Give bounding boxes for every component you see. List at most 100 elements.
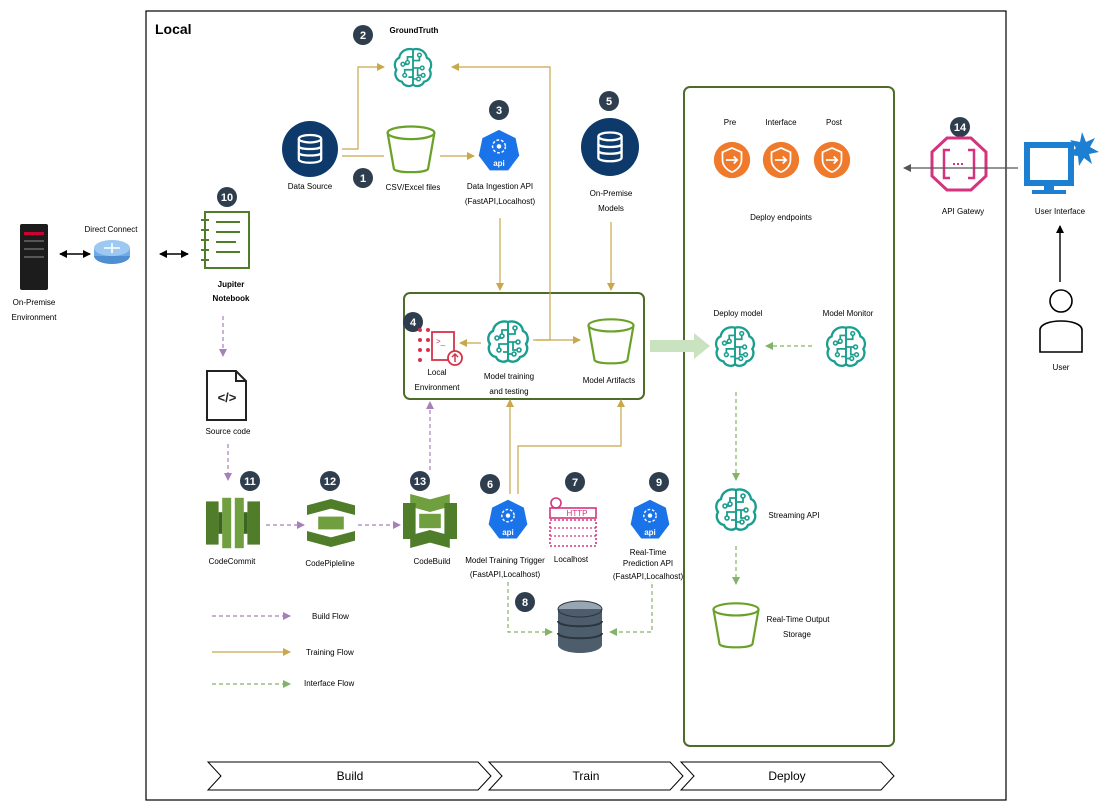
direct-connect-label: Direct Connect [85,225,139,234]
model-monitor-brain-icon [825,326,867,368]
onprem-label-2: Environment [12,313,58,322]
deploy-endpoints-label: Deploy endpoints [750,213,812,222]
local-environment-icon: >_ [418,328,463,366]
svg-text:</>: </> [218,390,237,405]
user-interface-icon [1024,132,1099,194]
deploy-model-brain-icon [714,326,756,368]
svg-text:5: 5 [606,96,612,108]
svg-text:6: 6 [487,479,493,491]
svg-text:8: 8 [522,597,528,609]
groundtruth-label: GroundTruth [390,26,439,35]
realtime-api-badge: api [644,528,656,537]
flow-datasource-groundtruth [342,63,385,150]
svg-text:10: 10 [221,192,233,204]
codecommit-icon [206,497,260,549]
svg-text:12: 12 [324,476,336,488]
flow-realtime-db [609,584,653,636]
artifacts-bucket-icon [587,318,635,365]
onprem-label-1: On-Premise [13,298,56,307]
api-gateway-icon [930,136,988,192]
database-icon [557,600,603,653]
output-bucket-icon [712,602,760,649]
groundtruth-brain-icon [393,47,433,88]
output-label-1: Real-Time Output [767,615,831,624]
trigger-label-1: Model Training Trigger [465,556,545,565]
badge-4: 4 [403,312,423,332]
stage-train: Train [487,761,684,791]
notebook-icon [201,211,250,269]
deploy-panel [683,86,895,747]
csv-label: CSV/Excel files [386,183,441,192]
badge-11: 11 [240,471,260,491]
ingestion-label-1: Data Ingestion API [467,182,533,191]
output-label-2: Storage [783,630,812,639]
localhost-http-badge: HTTP [567,509,588,518]
stage-deploy-label: Deploy [768,769,805,783]
codepipeline-icon [307,499,355,547]
realtime-label-1: Real-Time [630,548,667,557]
endpoint-pre-icon [713,140,751,180]
legend-build-label: Build Flow [312,612,349,621]
legend-interface-label: Interface Flow [304,679,354,688]
training-label-1: Model training [484,372,534,381]
onprem-models-db-icon [581,118,639,176]
codepipeline-label: CodePipleline [305,559,355,568]
realtime-label-3: (FastAPI,Localhost) [613,572,684,581]
user-label: User [1053,363,1070,372]
ingestion-api-badge: api [493,159,505,168]
realtime-label-2: Prediction API [623,559,673,568]
onprem-models-label-1: On-Premise [590,189,633,198]
flow-trigger-db [507,582,553,636]
stage-deploy: Deploy [679,761,895,791]
endpoint-pre-label: Pre [724,118,737,127]
svg-text:9: 9 [656,477,662,489]
badge-5: 5 [599,91,619,111]
onprem-server-icon [20,224,48,290]
endpoint-post-label: Post [826,118,843,127]
ingestion-label-2: (FastAPI,Localhost) [465,197,536,206]
trigger-api-badge: api [502,528,514,537]
svg-text:14: 14 [954,122,967,134]
svg-text:2: 2 [360,30,366,42]
badge-8: 8 [515,592,535,612]
streaming-label: Streaming API [768,511,819,520]
endpoint-interface-icon [762,140,800,180]
user-icon [1039,289,1083,353]
router-icon [94,240,130,264]
frame-title: Local [155,21,192,37]
badge-3: 3 [489,100,509,120]
badge-9: 9 [649,472,669,492]
endpoint-post-icon [813,140,851,180]
training-brain-icon [487,320,529,363]
codebuild-icon [403,494,457,548]
localhost-label: Localhost [554,555,589,564]
artifacts-label: Model Artifacts [583,376,635,385]
stage-build-label: Build [337,769,364,783]
badge-6: 6 [480,474,500,494]
badge-2: 2 [353,25,373,45]
svg-text:>_: >_ [436,337,446,346]
svg-text:3: 3 [496,105,502,117]
training-label-2: and testing [489,387,528,396]
stage-train-label: Train [573,769,600,783]
badge-1: 1 [353,168,373,188]
svg-text:1: 1 [360,173,366,185]
onprem-models-label-2: Models [598,204,624,213]
svg-text:7: 7 [572,477,578,489]
data-source-db-icon [282,121,338,177]
flow-trigger-artifacts [517,399,625,494]
user-interface-label: User Interface [1035,207,1086,216]
badge-10: 10 [217,187,237,207]
training-cluster [403,292,645,400]
local-frame [145,10,1007,801]
data-source-label: Data Source [288,182,333,191]
svg-text:4: 4 [410,317,417,329]
badge-13: 13 [410,471,430,491]
csv-bucket-icon [386,125,436,174]
svg-text:13: 13 [414,476,426,488]
source-code-label: Source code [206,427,251,436]
codebuild-label: CodeBuild [414,557,451,566]
api-gateway-label: API Gatewy [942,207,984,216]
endpoint-interface-label: Interface [765,118,797,127]
